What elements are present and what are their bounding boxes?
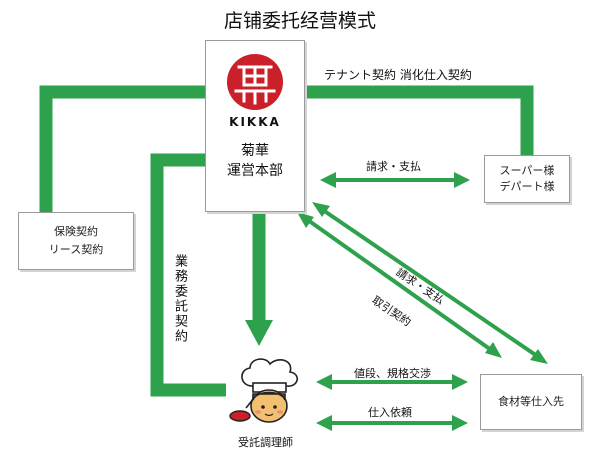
billing-store-arrowhead-right (454, 172, 470, 188)
trade-contract-arrowhead-top (297, 212, 314, 228)
negotiation-arrowhead-right (452, 374, 468, 390)
order-arrowhead-left (316, 415, 332, 431)
hq-box: KIKKA 菊華 運営本部 (205, 40, 305, 212)
hq-name-line2: 運営本部 (227, 163, 283, 179)
hq-name-line1: 菊華 (241, 143, 269, 159)
insurance-contract-line (39, 85, 205, 213)
supermarket-line1: スーパー様 (499, 164, 555, 177)
insurance-box: 保険契約 リース契約 (18, 212, 134, 270)
hq-to-chef-arrowhead (245, 320, 273, 346)
billing-store-arrowhead-left (320, 172, 336, 188)
kikka-wordmark: KIKKA (229, 115, 281, 129)
tenant-contract-line (305, 85, 534, 155)
negotiation-label: 値段、規格交渉 (354, 367, 431, 380)
insurance-line1: 保険契約 (54, 225, 98, 238)
insurance-line2: リース契約 (48, 243, 104, 256)
outsourcing-contract-line (150, 153, 226, 397)
tenant-contract-label: テナント契約 消化仕入契約 (324, 68, 472, 82)
supplier-label: 食材等仕入先 (498, 395, 564, 408)
supermarket-box: スーパー様 デパート様 (484, 155, 570, 203)
billing-supplier-arrowhead-bottom (530, 349, 548, 364)
chef-icon (229, 358, 298, 423)
trade-contract-arrow (303, 216, 496, 354)
outsourcing-contract-label: 業務委託契約 (172, 254, 187, 344)
trade-contract-arrowhead-bottom (485, 342, 502, 358)
negotiation-arrowhead-left (316, 374, 332, 390)
billing-supplier-arrow (318, 206, 542, 360)
billing-supplier-arrowhead-top (312, 202, 330, 217)
billing-store-label: 請求・支払 (366, 160, 421, 173)
supplier-box: 食材等仕入先 (480, 374, 582, 430)
supermarket-line2: デパート様 (499, 180, 555, 193)
diagram-title: 店铺委托经营模式 (223, 10, 376, 32)
kikka-logo-icon (227, 54, 283, 110)
order-arrowhead-right (452, 415, 468, 431)
chef-label: 受託調理師 (238, 436, 293, 449)
order-label: 仕入依頼 (368, 406, 412, 419)
